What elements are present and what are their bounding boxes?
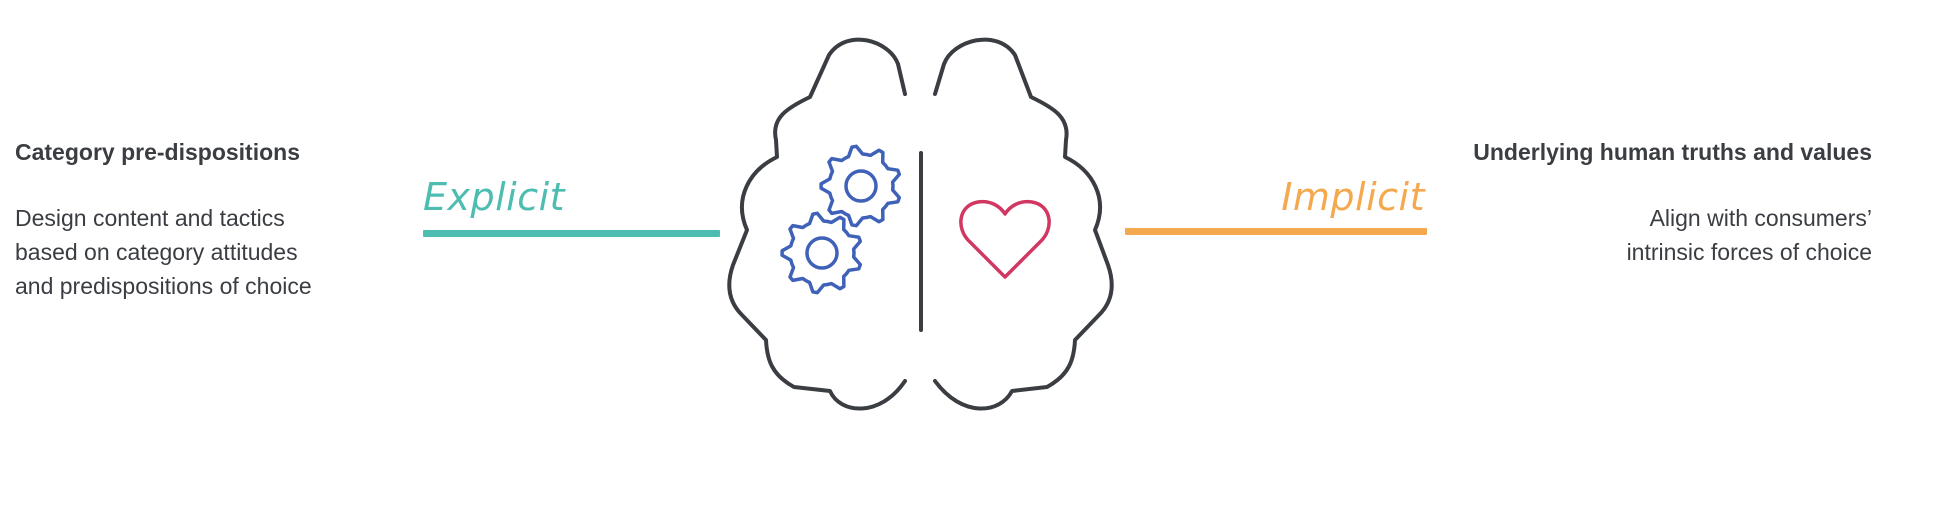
gear-small-hole [805, 236, 839, 270]
gears-icon [780, 144, 902, 295]
right-heading: Underlying human truths and values [1473, 139, 1872, 165]
left-body-line: Design content and tactics [15, 205, 285, 231]
left-body-line: and predispositions of choice [15, 273, 312, 299]
implicit-bar [1125, 228, 1427, 235]
left-heading: Category pre-dispositions [15, 139, 300, 165]
brain-right-hemisphere [933, 37, 1114, 411]
right-body: Align with consumers’ intrinsic forces o… [1412, 201, 1872, 269]
right-body-line: Align with consumers’ [1649, 205, 1872, 231]
implicit-label: Implicit [1281, 175, 1425, 219]
gear-large-hole [844, 169, 878, 203]
left-body: Design content and tactics based on cate… [15, 201, 395, 303]
right-text-block: Underlying human truths and values Align… [1412, 136, 1872, 269]
heart-icon [959, 199, 1051, 279]
gear-large-icon [819, 144, 902, 228]
left-body-line: based on category attitudes [15, 239, 298, 265]
explicit-bar [423, 230, 720, 237]
brain-left-hemisphere [727, 37, 907, 411]
left-text-block: Category pre-dispositions Design content… [15, 136, 395, 303]
right-body-line: intrinsic forces of choice [1626, 239, 1872, 265]
gear-small-icon [780, 211, 863, 295]
explicit-label: Explicit [423, 175, 566, 219]
